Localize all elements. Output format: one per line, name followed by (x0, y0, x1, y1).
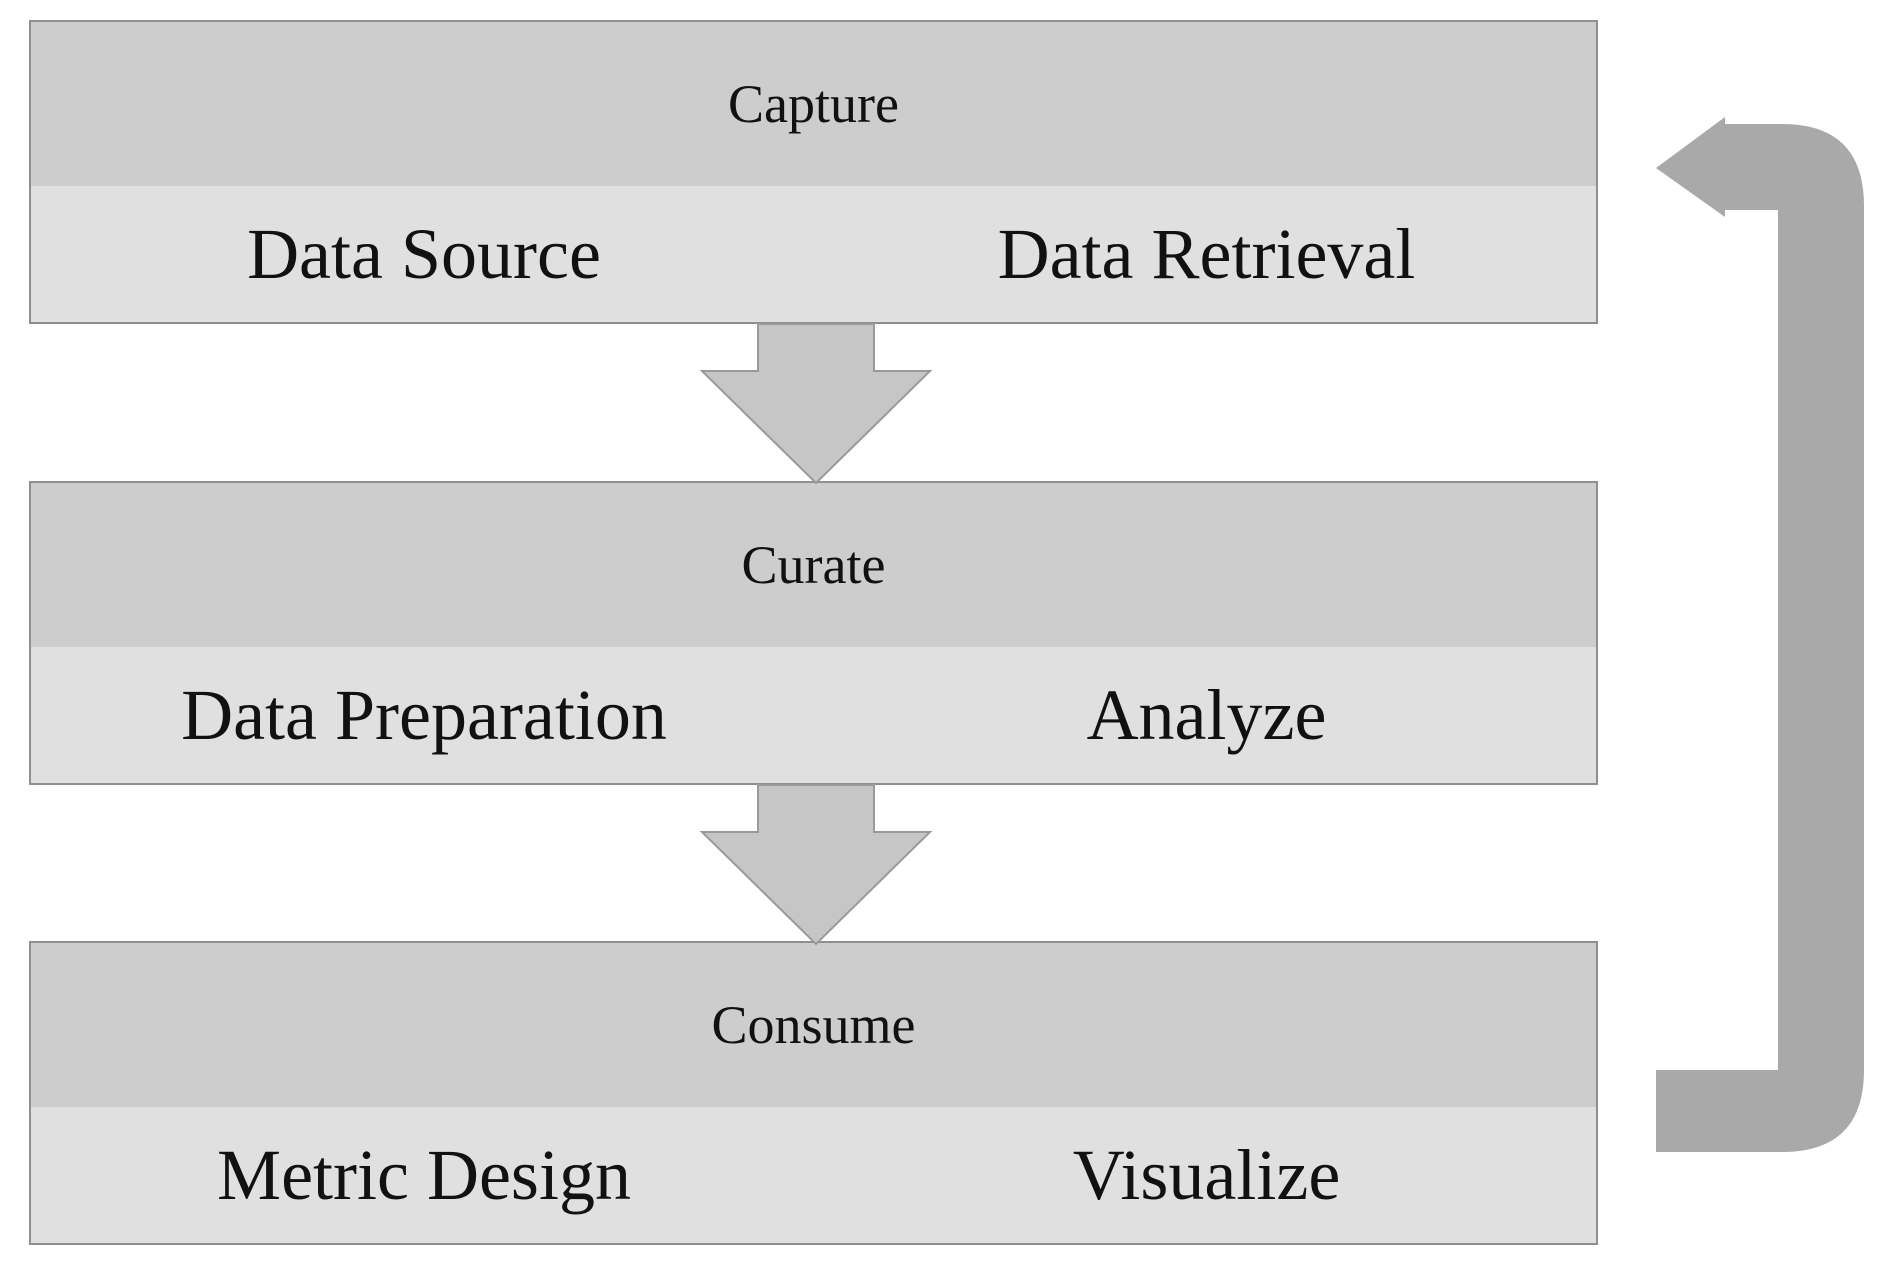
stage-title: Capture (31, 22, 1596, 186)
down-arrow-icon (699, 784, 933, 946)
stage-items: Data Source Data Retrieval (31, 186, 1596, 322)
stage-item: Data Preparation (181, 675, 667, 755)
stage-title: Curate (31, 483, 1596, 647)
stage-curate: Curate Data Preparation Analyze (29, 481, 1598, 785)
stage-items: Data Preparation Analyze (31, 647, 1596, 783)
stage-consume: Consume Metric Design Visualize (29, 941, 1598, 1245)
stage-capture: Capture Data Source Data Retrieval (29, 20, 1598, 324)
loop-back-arrow-icon (1656, 117, 1864, 1152)
stage-item: Visualize (1072, 1135, 1341, 1215)
stage-item: Analyze (1086, 675, 1327, 755)
stage-item: Metric Design (217, 1135, 631, 1215)
stage-item: Data Source (247, 214, 601, 294)
stage-items: Metric Design Visualize (31, 1107, 1596, 1243)
down-arrow-icon (699, 323, 933, 485)
stage-title: Consume (31, 943, 1596, 1107)
stage-item: Data Retrieval (997, 214, 1416, 294)
